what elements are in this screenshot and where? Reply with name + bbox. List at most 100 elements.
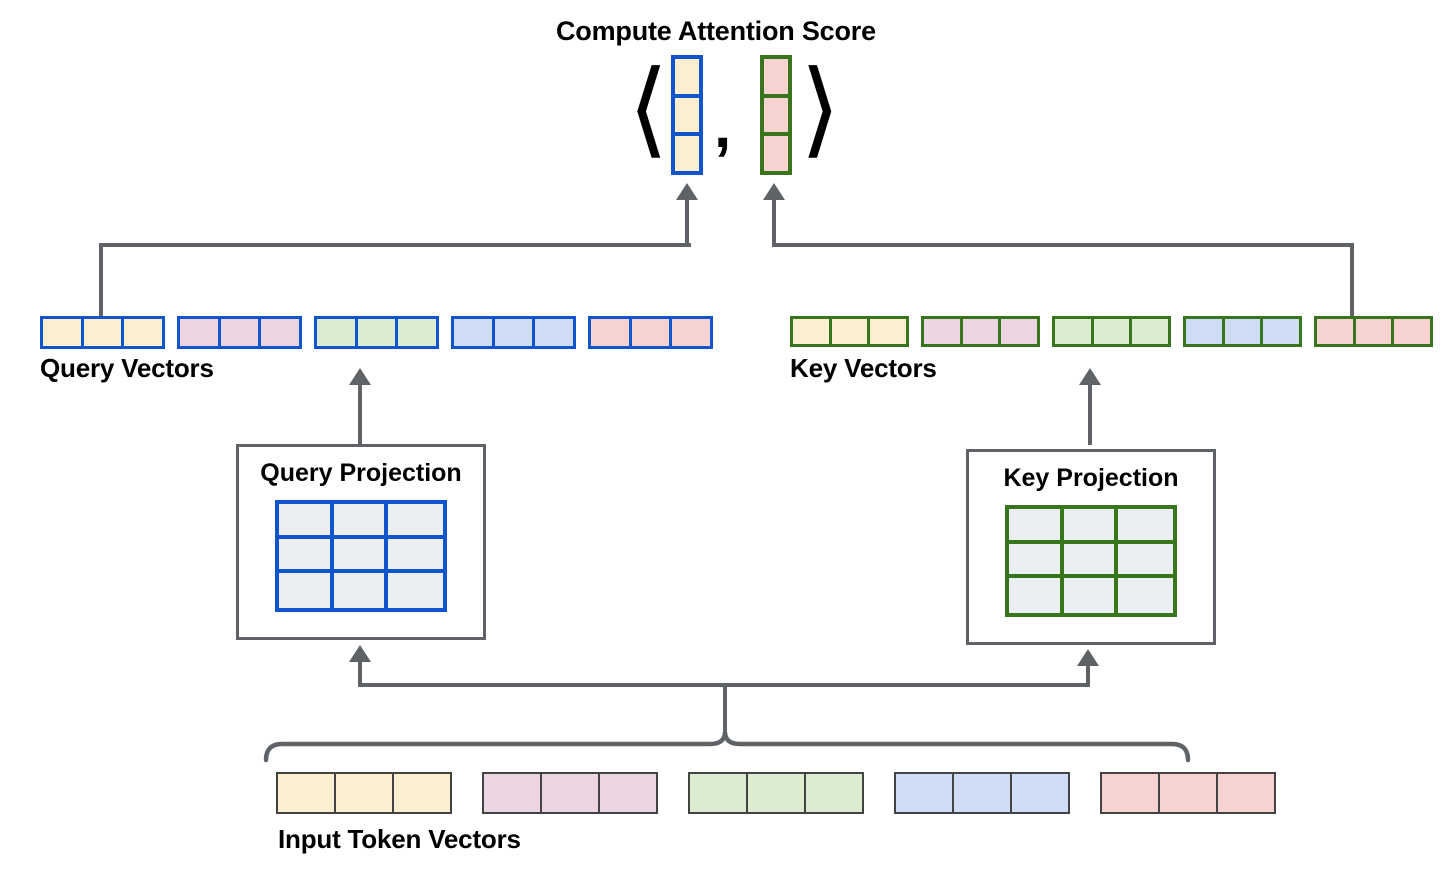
query-projection-output-line: [358, 385, 362, 445]
vector-cell: [793, 319, 832, 344]
matrix-cell: [279, 538, 334, 574]
matrix-cell: [333, 573, 389, 608]
matrix-cell: [1063, 578, 1119, 613]
key-vector-token-1[interactable]: [790, 316, 909, 347]
query-connector-vertical-left: [99, 245, 103, 322]
query-vector-cell: [675, 136, 699, 172]
vector-cell: [1394, 319, 1431, 344]
key-vector-cell: [764, 136, 788, 172]
input-token-vector-1[interactable]: [276, 772, 452, 814]
query-vector-cell: [675, 97, 699, 137]
inner-product-close-bracket: ⟩: [800, 52, 841, 167]
matrix-cell: [388, 573, 443, 608]
input-fork-right-arrowhead: [1077, 649, 1099, 666]
query-vector-token-1[interactable]: [40, 316, 165, 349]
input-fork-center-stem: [723, 683, 727, 733]
vector-cell: [1093, 319, 1133, 344]
vector-cell: [83, 319, 125, 346]
query-projection-output-arrowhead: [349, 368, 371, 385]
input-fork-left-vertical: [358, 662, 362, 685]
vector-cell: [831, 319, 871, 344]
input-token-vector-5[interactable]: [1100, 772, 1276, 814]
key-connector-vertical-left: [772, 200, 776, 245]
key-projection-box[interactable]: Key Projection: [966, 449, 1216, 645]
vector-cell: [954, 774, 1012, 812]
vector-cell: [600, 774, 656, 812]
vector-cell: [220, 319, 262, 346]
input-token-vector-2[interactable]: [482, 772, 658, 814]
query-connector-vertical-right: [685, 200, 689, 245]
key-connector-vertical-right: [1350, 245, 1354, 322]
vector-cell: [535, 319, 574, 346]
key-connector-horizontal: [772, 243, 1354, 247]
vector-cell: [278, 774, 336, 812]
key-vector-token-2[interactable]: [921, 316, 1040, 347]
matrix-cell: [1009, 543, 1064, 579]
inner-product-separator: ,: [714, 92, 732, 161]
vector-cell: [336, 774, 394, 812]
input-token-vectors-label: Input Token Vectors: [278, 824, 521, 854]
vector-cell: [317, 319, 358, 346]
matrix-cell: [279, 573, 334, 608]
query-vector-token-3[interactable]: [314, 316, 439, 349]
vector-cell: [1012, 774, 1068, 812]
vector-cell: [631, 319, 673, 346]
vector-cell: [896, 774, 954, 812]
query-vector-token-5[interactable]: [588, 316, 713, 349]
key-vectors-row: [790, 316, 1433, 347]
vector-cell: [394, 774, 450, 812]
vector-cell: [1132, 319, 1169, 344]
matrix-cell: [1063, 509, 1119, 544]
vector-cell: [124, 319, 163, 346]
matrix-cell: [1063, 543, 1119, 579]
vector-cell: [1218, 774, 1274, 812]
vector-cell: [484, 774, 542, 812]
vector-cell: [962, 319, 1002, 344]
matrix-cell: [333, 504, 389, 539]
matrix-cell: [1118, 543, 1173, 579]
input-token-vectors-row: [276, 772, 1276, 814]
query-vectors-label: Query Vectors: [40, 353, 214, 383]
vector-cell: [1001, 319, 1038, 344]
query-connector-arrowhead: [676, 183, 698, 200]
vector-cell: [690, 774, 748, 812]
matrix-cell: [1009, 578, 1064, 613]
vector-cell: [1355, 319, 1395, 344]
input-token-vector-3[interactable]: [688, 772, 864, 814]
vector-cell: [454, 319, 495, 346]
selected-query-vector[interactable]: [671, 55, 703, 175]
vector-cell: [870, 319, 907, 344]
key-vector-token-4[interactable]: [1183, 316, 1302, 347]
key-projection-output-arrowhead: [1079, 368, 1101, 385]
input-tokens-brace: [262, 730, 1192, 763]
vector-cell: [398, 319, 437, 346]
key-vector-token-3[interactable]: [1052, 316, 1171, 347]
query-projection-box[interactable]: Query Projection: [236, 444, 486, 640]
key-vector-token-5[interactable]: [1314, 316, 1433, 347]
vector-cell: [180, 319, 221, 346]
vector-cell: [1160, 774, 1218, 812]
vector-cell: [748, 774, 806, 812]
vector-cell: [1317, 319, 1356, 344]
query-vector-token-4[interactable]: [451, 316, 576, 349]
input-token-vector-4[interactable]: [894, 772, 1070, 814]
matrix-cell: [1118, 578, 1173, 613]
page-title: Compute Attention Score: [556, 16, 876, 46]
matrix-cell: [388, 504, 443, 539]
inner-product-open-bracket: ⟨: [628, 52, 669, 167]
key-projection-matrix: [1005, 505, 1177, 617]
vector-cell: [1102, 774, 1160, 812]
matrix-cell: [279, 504, 334, 539]
key-projection-output-line: [1088, 385, 1092, 445]
selected-key-vector[interactable]: [760, 55, 792, 175]
matrix-cell: [1118, 509, 1173, 544]
vector-cell: [261, 319, 300, 346]
vector-cell: [672, 319, 711, 346]
vector-cell: [357, 319, 399, 346]
key-vectors-label: Key Vectors: [790, 353, 937, 383]
query-vector-token-2[interactable]: [177, 316, 302, 349]
matrix-cell: [388, 538, 443, 574]
matrix-cell: [1009, 509, 1064, 544]
input-fork-left-arrowhead: [349, 645, 371, 662]
